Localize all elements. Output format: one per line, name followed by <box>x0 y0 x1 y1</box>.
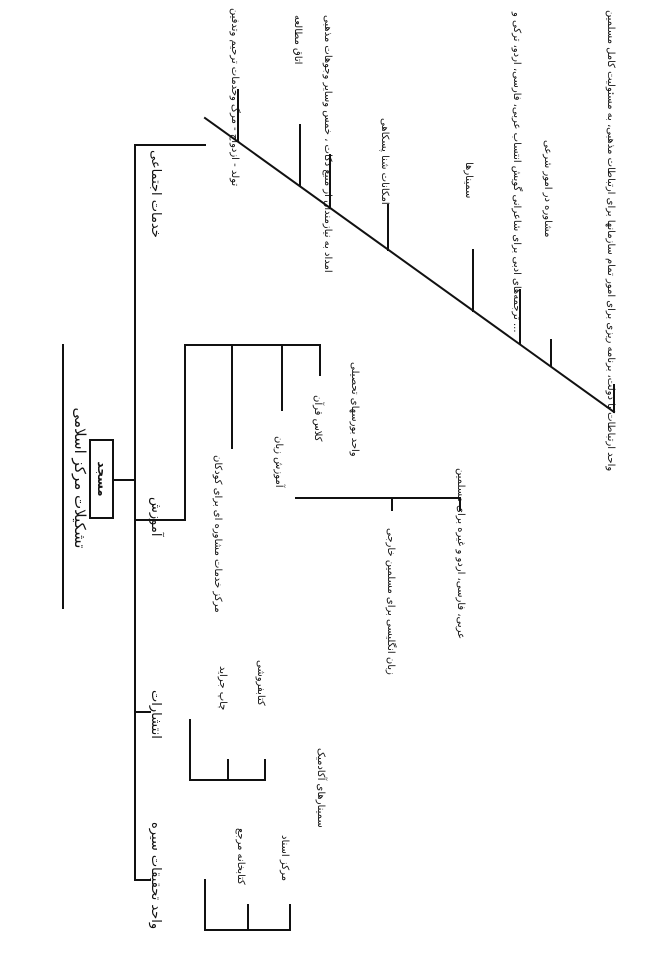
education-item-counseling: مرکز خدمات مشاوره ای برای کودکان <box>212 455 223 613</box>
education-item-scholarships: واحد بورسهای تحصیلی <box>349 362 360 457</box>
social-item-religious-counsel: مشاوره در امور شرعی <box>542 140 553 237</box>
social-item-seminars: سمینارها <box>463 162 474 198</box>
education-item-quran: کلاس قرآن <box>312 395 325 442</box>
chart-title: تشکیلات مرکز اسلامی <box>71 408 89 549</box>
publications-item-press: چاپ جراید <box>217 666 228 710</box>
social-item-birth-marriage: تولد - ازدواج - مرگ وخدمات ترحیم وتدفین <box>229 8 242 186</box>
publications-label: انتشارات <box>148 690 163 739</box>
education-label: آموزش <box>148 497 165 538</box>
social-item-swimming: امکانات شنا پسکاهی <box>379 118 390 205</box>
publications-item-bookstore: کتابفروشی <box>255 660 266 706</box>
research-item-documents: مرکز اسناد <box>279 835 290 881</box>
social-label: خدمات اجتماعی <box>148 150 163 238</box>
social-diagonal <box>203 116 616 414</box>
research-label: واحد تحقیقات سیره <box>148 822 163 929</box>
social-item-govt-relations: واحد ارتباطات با دولت، برنامه ریزی برای … <box>605 10 616 471</box>
research-item-library: کتابخانه مرجع <box>235 828 246 885</box>
language-item-english: زبان انگلیسی برای مسلمین خارجی <box>385 528 397 675</box>
publications-item-seminars: سمینارهای آکادمیک <box>315 748 328 828</box>
root-label: مسجد <box>95 461 109 496</box>
social-item-charity: امداد به نیازمندان از منبع ذکات ، خمس وس… <box>322 15 333 273</box>
language-item-arabic: عربی، فارسی، اردو و غیره برای مسلمین <box>455 468 466 639</box>
social-item-reading-room: اتاق مطالعه <box>292 15 303 64</box>
education-item-language: آموزش زبان <box>273 436 286 489</box>
social-item-translation: ترجمه‌های ادبی برای شاعرانی گویش انتساب … <box>511 11 523 333</box>
